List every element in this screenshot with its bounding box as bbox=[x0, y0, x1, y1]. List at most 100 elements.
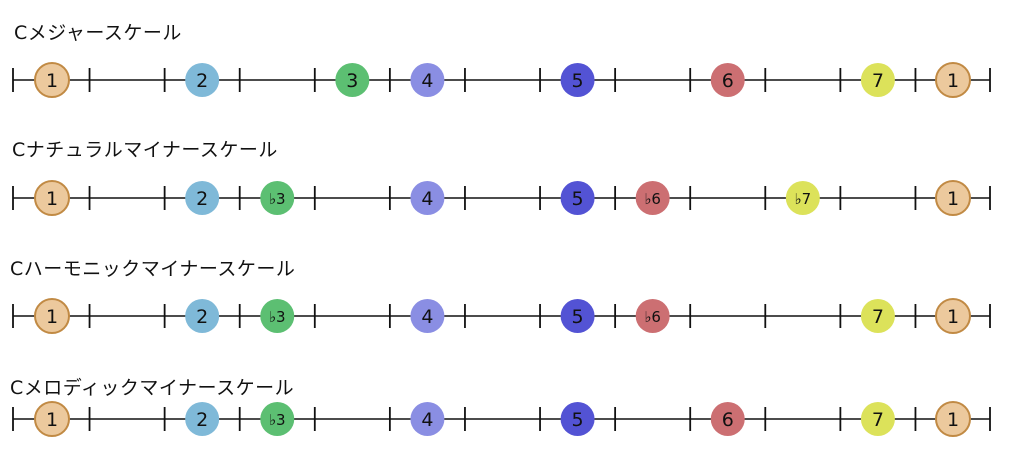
note-circle bbox=[260, 299, 295, 333]
note-circle bbox=[635, 299, 670, 333]
note-label: ♭7 bbox=[795, 190, 812, 208]
note-label: 5 bbox=[572, 188, 584, 210]
note-7: 7 bbox=[860, 402, 895, 436]
note-circle bbox=[410, 402, 445, 436]
note-label: 5 bbox=[572, 306, 584, 328]
note-1: 1 bbox=[935, 180, 971, 216]
note-circle bbox=[185, 63, 220, 97]
scale-melodic-minor: Cメロディックマイナースケール 1 2 ♭3 4 5 6 7 1 bbox=[0, 0, 1016, 437]
note-1: 1 bbox=[34, 180, 70, 216]
note-circle bbox=[935, 401, 971, 437]
note-flat3: ♭3 bbox=[260, 402, 295, 436]
scale-staff: 1 2 ♭3 4 5 6 7 1 bbox=[12, 401, 991, 437]
note-circle bbox=[185, 402, 220, 436]
note-1: 1 bbox=[34, 62, 70, 98]
note-label: 4 bbox=[421, 306, 433, 328]
note-1: 1 bbox=[935, 401, 971, 437]
note-2: 2 bbox=[185, 181, 220, 215]
note-circle bbox=[260, 402, 295, 436]
note-circle bbox=[935, 180, 971, 216]
note-circle bbox=[710, 402, 745, 436]
note-circle bbox=[560, 299, 595, 333]
note-2: 2 bbox=[185, 299, 220, 333]
note-2: 2 bbox=[185, 63, 220, 97]
note-4: 4 bbox=[410, 402, 445, 436]
note-label: 1 bbox=[46, 306, 58, 328]
note-4: 4 bbox=[410, 181, 445, 215]
note-flat6: ♭6 bbox=[635, 299, 670, 333]
note-label: 2 bbox=[196, 70, 208, 92]
note-circle bbox=[860, 402, 895, 436]
note-flat7: ♭7 bbox=[785, 181, 820, 215]
scale-title: Cメジャースケール bbox=[14, 22, 182, 44]
note-label: 2 bbox=[196, 306, 208, 328]
note-5: 5 bbox=[560, 299, 595, 333]
note-label: 1 bbox=[46, 409, 58, 431]
note-circle bbox=[860, 299, 895, 333]
note-label: 1 bbox=[46, 188, 58, 210]
note-circle bbox=[34, 180, 70, 216]
note-circle bbox=[710, 63, 745, 97]
note-5: 5 bbox=[560, 181, 595, 215]
note-7: 7 bbox=[860, 299, 895, 333]
note-label: 4 bbox=[421, 188, 433, 210]
note-circle bbox=[34, 298, 70, 334]
scale-title: Cハーモニックマイナースケール bbox=[10, 258, 296, 280]
note-label: 1 bbox=[947, 409, 959, 431]
note-label: 6 bbox=[722, 409, 734, 431]
scale-title: Cメロディックマイナースケール bbox=[10, 377, 295, 399]
note-2: 2 bbox=[185, 402, 220, 436]
note-4: 4 bbox=[410, 299, 445, 333]
scale-title: Cナチュラルマイナースケール bbox=[12, 139, 278, 161]
note-label: 2 bbox=[196, 409, 208, 431]
note-7: 7 bbox=[860, 63, 895, 97]
note-label: ♭3 bbox=[269, 411, 286, 429]
note-label: 1 bbox=[947, 70, 959, 92]
note-5: 5 bbox=[560, 63, 595, 97]
note-5: 5 bbox=[560, 402, 595, 436]
note-circle bbox=[260, 181, 295, 215]
note-circle bbox=[185, 181, 220, 215]
scale-natural-minor: Cナチュラルマイナースケール 1 2 ♭3 4 5 ♭6 ♭7 1 bbox=[0, 0, 1016, 216]
note-circle bbox=[560, 63, 595, 97]
note-circle bbox=[635, 181, 670, 215]
note-circle bbox=[410, 299, 445, 333]
note-label: 1 bbox=[947, 306, 959, 328]
note-flat6: ♭6 bbox=[635, 181, 670, 215]
note-circle bbox=[560, 402, 595, 436]
note-circle bbox=[935, 298, 971, 334]
note-circle bbox=[935, 62, 971, 98]
note-circle bbox=[34, 62, 70, 98]
note-label: 6 bbox=[722, 70, 734, 92]
note-4: 4 bbox=[410, 63, 445, 97]
note-label: ♭6 bbox=[644, 308, 661, 326]
note-label: 7 bbox=[872, 409, 884, 431]
note-circle bbox=[410, 181, 445, 215]
note-6: 6 bbox=[710, 63, 745, 97]
note-1: 1 bbox=[34, 401, 70, 437]
scale-major: Cメジャースケール 1 2 3 4 5 6 7 1 bbox=[0, 0, 1016, 100]
note-circle bbox=[185, 299, 220, 333]
note-circle bbox=[860, 63, 895, 97]
note-1: 1 bbox=[935, 62, 971, 98]
note-circle bbox=[560, 181, 595, 215]
note-label: 3 bbox=[346, 70, 358, 92]
note-flat3: ♭3 bbox=[260, 181, 295, 215]
scale-staff: 1 2 ♭3 4 5 ♭6 ♭7 1 bbox=[12, 180, 991, 216]
note-1: 1 bbox=[935, 298, 971, 334]
scale-staff: 1 2 3 4 5 6 7 1 bbox=[12, 62, 991, 98]
note-label: 5 bbox=[572, 70, 584, 92]
note-1: 1 bbox=[34, 298, 70, 334]
note-label: 1 bbox=[46, 70, 58, 92]
note-circle bbox=[335, 63, 370, 97]
note-label: 4 bbox=[421, 70, 433, 92]
note-label: 7 bbox=[872, 70, 884, 92]
note-circle bbox=[785, 181, 820, 215]
note-flat3: ♭3 bbox=[260, 299, 295, 333]
note-label: ♭6 bbox=[644, 190, 661, 208]
note-circle bbox=[410, 63, 445, 97]
scale-harmonic-minor: Cハーモニックマイナースケール 1 2 ♭3 4 5 ♭6 7 1 bbox=[0, 0, 1016, 334]
note-label: 4 bbox=[421, 409, 433, 431]
scale-staff: 1 2 ♭3 4 5 ♭6 7 1 bbox=[12, 298, 991, 334]
note-label: 1 bbox=[947, 188, 959, 210]
